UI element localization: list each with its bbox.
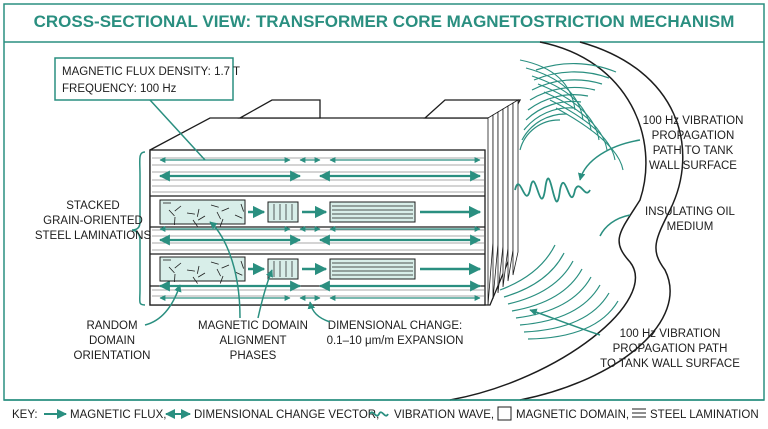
- steel-laminations: [150, 157, 485, 301]
- key-lamination-icon: [632, 408, 646, 418]
- key-lamination-text: STEEL LAMINATION: [650, 409, 759, 421]
- vib-top-label-1: 100 Hz VIBRATION: [643, 115, 744, 127]
- random-domain-leader: [144, 284, 182, 326]
- vib-bottom-label-2: PROPAGATION PATH: [613, 343, 728, 355]
- partial-domain-box-1: [267, 201, 299, 223]
- random-domain-box-1: [159, 199, 246, 225]
- vib-top-label-4: WALL SURFACE: [649, 160, 737, 172]
- key-vibration-icon: [369, 411, 389, 417]
- tank-wall-outer: [519, 41, 684, 401]
- tank-wall-inner: [449, 41, 647, 401]
- random-domain-pattern-2: [163, 259, 244, 284]
- key-flux-text: MAGNETIC FLUX,: [70, 409, 166, 421]
- vibration-arcs: [499, 59, 624, 340]
- oil-label-2: MEDIUM: [667, 221, 714, 233]
- random-domain-label-1: RANDOM: [86, 320, 137, 332]
- flux-density-text: MAGNETIC FLUX DENSITY: 1.7 T: [62, 66, 240, 78]
- frequency-text: FREQUENCY: 100 Hz: [62, 83, 177, 95]
- vib-bottom-leader: [529, 308, 601, 336]
- key-prefix: KEY:: [12, 409, 38, 421]
- vibration-wave: [514, 177, 591, 203]
- alignment-label-1: MAGNETIC DOMAIN: [198, 320, 308, 332]
- vib-top-label-3: PATH TO TANK: [653, 145, 734, 157]
- random-domain-pattern-1: [163, 202, 244, 227]
- legend-key: KEY: MAGNETIC FLUX, DIMENSIONAL CHANGE V…: [12, 406, 759, 421]
- lamination-brace: [131, 151, 146, 306]
- side-plates: [487, 99, 519, 306]
- vib-bottom-label-3: TO TANK WALL SURFACE: [600, 358, 740, 370]
- random-domain-label-3: ORIENTATION: [74, 350, 151, 362]
- oil-leader: [599, 214, 631, 237]
- key-domain-icon: [497, 406, 512, 421]
- partial-domain-box-2: [267, 258, 299, 280]
- dim-change-label-1: DIMENSIONAL CHANGE:: [328, 320, 462, 332]
- key-dimensional-text: DIMENSIONAL CHANGE VECTOR,: [194, 409, 379, 421]
- aligned-domain-box-2: [329, 258, 416, 280]
- diagram-title: CROSS-SECTIONAL VIEW: TRANSFORMER CORE M…: [34, 12, 735, 31]
- random-domain-label-2: DOMAIN: [89, 335, 135, 347]
- alignment-label-3: PHASES: [230, 350, 277, 362]
- transformer-core: [149, 99, 522, 306]
- alignment-label-2: ALIGNMENT: [219, 335, 286, 347]
- vib-bottom-label-1: 100 Hz VIBRATION: [620, 328, 721, 340]
- vib-top-leader: [578, 139, 641, 181]
- vib-top-label-2: PROPAGATION: [652, 130, 735, 142]
- aligned-domain-box-1: [329, 201, 416, 223]
- laminations-label-3: STEEL LAMINATIONS: [35, 230, 152, 242]
- callout-leader: [149, 99, 206, 161]
- key-domain-text: MAGNETIC DOMAIN,: [516, 409, 629, 421]
- key-vibration-text: VIBRATION WAVE,: [394, 409, 494, 421]
- domain-lines: [273, 204, 413, 277]
- random-domain-box-2: [159, 256, 246, 282]
- dim-change-label-2: 0.1–10 μm/m EXPANSION: [327, 335, 464, 347]
- laminations-label-2: GRAIN-ORIENTED: [43, 215, 143, 227]
- flux-callout-box: [54, 57, 234, 101]
- laminations-label-1: STACKED: [66, 200, 119, 212]
- dim-change-leader: [307, 301, 331, 323]
- alignment-leader-1: [209, 221, 241, 319]
- alignment-leader-2: [257, 269, 273, 319]
- oil-label-1: INSULATING OIL: [645, 206, 735, 218]
